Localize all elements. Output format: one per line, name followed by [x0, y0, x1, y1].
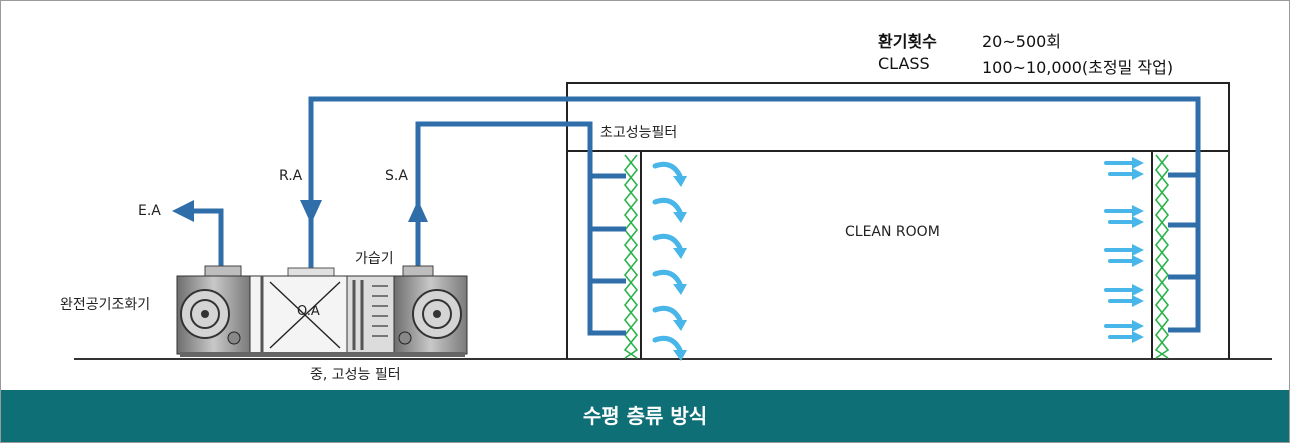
- clean-room-enclosure: [566, 82, 1230, 359]
- humidifier-label: 가습기: [355, 251, 394, 267]
- outside-air-label: O.A: [297, 304, 320, 319]
- mid-filter-label: 중, 고성능 필터: [310, 367, 401, 383]
- exhaust-air-label: E.A: [138, 203, 161, 219]
- airflow-arrows-left: [652, 161, 683, 353]
- hepa-filter-right: [1154, 154, 1170, 359]
- return-duct: [308, 96, 1201, 333]
- class-value: 100~10,000(초정밀 작업): [982, 58, 1174, 77]
- air-change-value: 20~500회: [982, 32, 1062, 51]
- supply-air-arrow: [408, 200, 428, 222]
- return-air-label: R.A: [279, 168, 303, 184]
- supply-duct: [415, 121, 626, 336]
- return-air-arrow: [300, 200, 322, 224]
- air-handling-unit-label: 완전공기조화기: [60, 297, 151, 313]
- clean-room-label: CLEAN ROOM: [845, 224, 940, 240]
- exhaust-air-arrow: [172, 200, 194, 222]
- hepa-filter-label: 초고성능필터: [600, 125, 678, 141]
- hepa-filter-left: [623, 154, 639, 359]
- air-handling-unit: [176, 265, 468, 357]
- supply-air-label: S.A: [385, 168, 408, 184]
- class-label: CLASS: [878, 54, 930, 73]
- air-change-label: 환기횟수: [878, 32, 937, 51]
- airflow-arrows-right: [1104, 161, 1136, 339]
- exhaust-duct: [190, 208, 224, 272]
- caption-banner: 수평 층류 방식: [1, 390, 1289, 442]
